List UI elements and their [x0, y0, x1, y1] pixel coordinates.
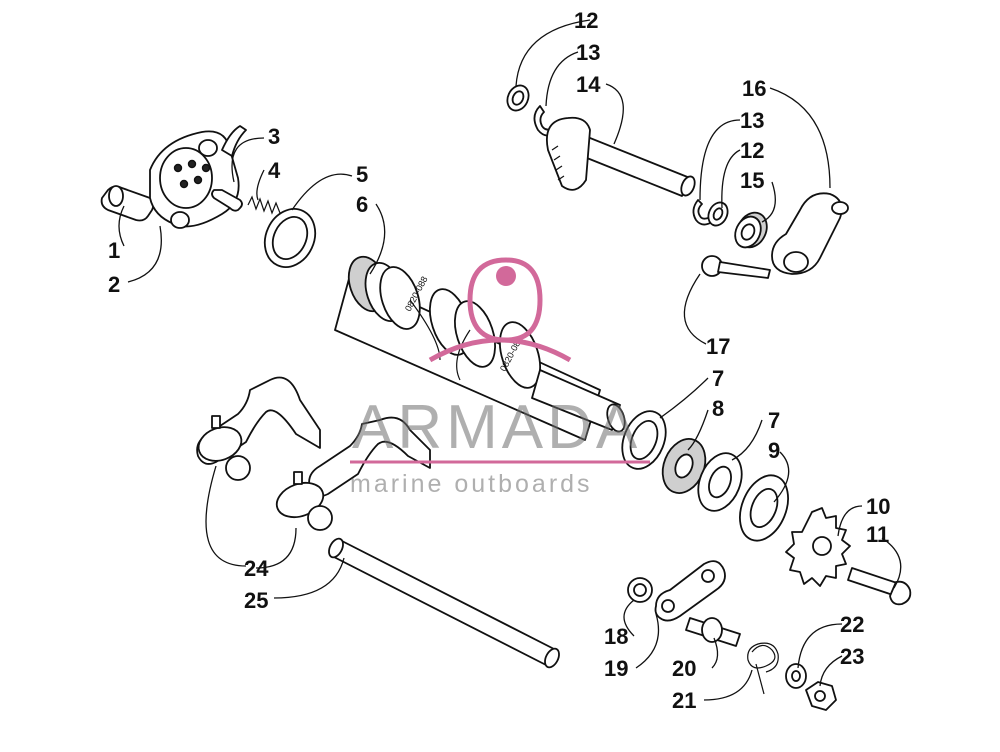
- callout-19: 19: [604, 656, 628, 681]
- callout-15: 15: [740, 168, 764, 193]
- part-spring-4: [247, 195, 281, 215]
- part-star-cam-10: [785, 507, 851, 587]
- leader-lines: [118, 19, 902, 701]
- callout-13b: 13: [740, 108, 764, 133]
- part-shift-lever-16: [771, 192, 849, 275]
- callout-13a: 13: [576, 40, 600, 65]
- callout-5: 5: [356, 162, 368, 187]
- part-washer-22: [785, 663, 807, 689]
- part-washer-5: [263, 208, 317, 268]
- callout-9: 9: [768, 438, 780, 463]
- callout-6: 6: [356, 192, 368, 217]
- callout-24: 24: [244, 556, 269, 581]
- part-shift-fork-24-left: [196, 376, 321, 481]
- part-washer-7-left: [621, 410, 667, 470]
- callout-23: 23: [840, 644, 864, 669]
- callout-12b: 12: [740, 138, 764, 163]
- part-plate-9: [739, 474, 789, 542]
- part-washer-7-right: [697, 452, 743, 512]
- callout-20: 20: [672, 656, 696, 681]
- callout-18: 18: [604, 624, 628, 649]
- callout-21: 21: [672, 688, 696, 713]
- part-washer-12-top: [506, 84, 530, 112]
- callout-11: 11: [866, 522, 889, 547]
- callout-numbers: 1 2 3 4 5 6 7 7 8 9 10 11 12 12 13 13 14…: [108, 8, 890, 713]
- part-washer-18: [627, 577, 653, 603]
- callout-12a: 12: [574, 8, 598, 33]
- watermark-brand: ARMADA: [352, 393, 641, 462]
- part-pin-20: [685, 617, 741, 647]
- part-washer-12-right: [707, 201, 729, 227]
- callout-8: 8: [712, 396, 724, 421]
- callout-2: 2: [108, 272, 120, 297]
- part-shift-fork-24-right: [275, 416, 431, 531]
- callout-3: 3: [268, 124, 280, 149]
- callout-22: 22: [840, 612, 864, 637]
- part-star-washer-8: [661, 438, 707, 494]
- part-spring-21: [747, 642, 779, 695]
- callout-17: 17: [706, 334, 730, 359]
- part-link-plate-19: [654, 560, 726, 622]
- callout-25: 25: [244, 588, 268, 613]
- armada-logo-icon: [428, 257, 572, 363]
- part-screw-17: [701, 255, 771, 279]
- part-pin-3: [211, 189, 243, 212]
- watermark-tagline: marine outboards: [350, 470, 593, 498]
- part-seal-15: [734, 211, 768, 249]
- callout-4: 4: [268, 158, 281, 183]
- callout-7b: 7: [768, 408, 780, 433]
- part-bolt-1: [100, 185, 155, 222]
- callout-7a: 7: [712, 366, 724, 391]
- callout-10: 10: [866, 494, 890, 519]
- callout-16: 16: [742, 76, 766, 101]
- part-bolt-11: [847, 567, 912, 606]
- part-nut-23: [805, 681, 837, 711]
- part-shaft-rod-25: [328, 537, 560, 669]
- part-shift-drum-6: 0820-088 0820-088: [334, 255, 626, 441]
- callout-14: 14: [576, 72, 601, 97]
- part-shift-shaft-14: [546, 116, 696, 197]
- watermark: ARMADA marine outboards: [350, 257, 650, 498]
- part-detent-housing-2: [149, 125, 247, 229]
- callout-1: 1: [108, 238, 120, 263]
